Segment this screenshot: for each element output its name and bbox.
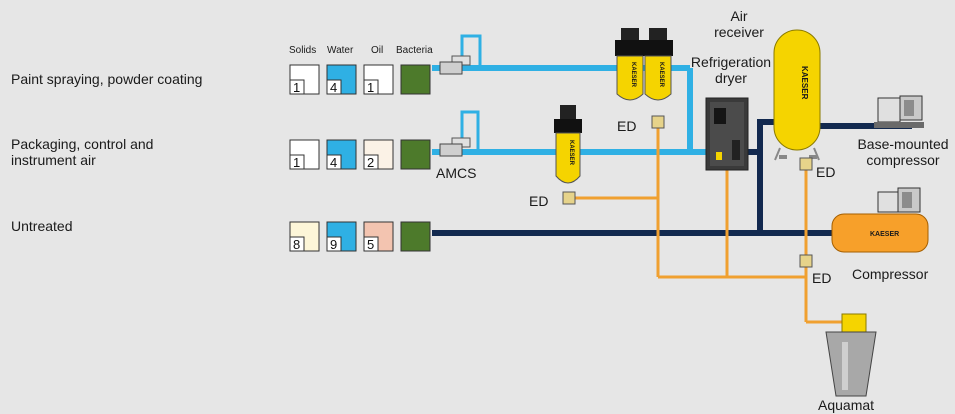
aquamat-label: Aquamat <box>818 397 875 413</box>
quality-class-row-untreated: 8 9 5 <box>289 221 431 252</box>
ed-label-filter: ED <box>529 193 549 209</box>
svg-text:KAESER: KAESER <box>800 66 809 100</box>
filter-icon-3: KAESER <box>554 105 582 184</box>
refrigeration-dryer-icon <box>705 97 749 171</box>
svg-text:KAESER: KAESER <box>630 62 636 88</box>
class-water: 4 <box>330 155 337 170</box>
class-oil: 1 <box>367 80 374 95</box>
ed-label-filter-pair: ED <box>617 118 637 134</box>
base-mounted-compressor-label: Base-mounted compressor <box>857 136 949 168</box>
bypass-tubes <box>460 34 482 152</box>
air-receiver-label: Air receiver <box>714 8 764 40</box>
ed-drain-icon <box>651 115 665 129</box>
ed-drain-icon <box>799 157 813 171</box>
class-solids: 8 <box>293 237 300 252</box>
valve-icon-row1 <box>439 55 471 75</box>
quality-class-row-packaging: 1 4 2 <box>289 139 431 170</box>
condensate-lines <box>575 128 844 324</box>
quality-class-row-paint: 1 4 1 <box>289 64 431 95</box>
column-header-water: Water <box>327 45 354 56</box>
ed-drain-icon <box>562 191 576 205</box>
class-water: 4 <box>330 80 337 95</box>
svg-text:KAESER: KAESER <box>568 140 574 166</box>
filter-icon-2: KAESER <box>643 28 673 101</box>
ed-drain-icon <box>799 254 813 268</box>
column-header-oil: Oil <box>371 45 384 56</box>
application-label-untreated: Untreated <box>11 218 73 234</box>
class-solids: 1 <box>293 155 300 170</box>
compressor-icon: KAESER <box>831 187 929 253</box>
ed-label-receiver: ED <box>816 164 836 180</box>
base-mounted-compressor-icon <box>874 95 924 128</box>
application-label-packaging: Packaging, control and instrument air <box>11 136 154 168</box>
amcs-valve-icon <box>439 137 471 157</box>
class-solids: 1 <box>293 80 300 95</box>
class-oil: 5 <box>367 237 374 252</box>
application-label-paint: Paint spraying, powder coating <box>11 71 203 87</box>
air-receiver-icon: KAESER <box>773 29 821 161</box>
column-header-bacteria: Bacteria <box>396 45 433 56</box>
svg-text:KAESER: KAESER <box>658 62 664 88</box>
svg-text:KAESER: KAESER <box>870 231 899 238</box>
column-header-solids: Solids <box>289 45 317 56</box>
refrigeration-dryer-label: Refrigeration dryer <box>690 54 772 86</box>
compressor-label: Compressor <box>852 266 929 282</box>
class-water: 9 <box>330 237 337 252</box>
ed-label-compressor: ED <box>812 270 832 286</box>
class-oil: 2 <box>367 155 374 170</box>
filter-icon-1: KAESER <box>615 28 645 101</box>
amcs-label: AMCS <box>436 165 477 181</box>
aquamat-icon <box>825 313 877 397</box>
